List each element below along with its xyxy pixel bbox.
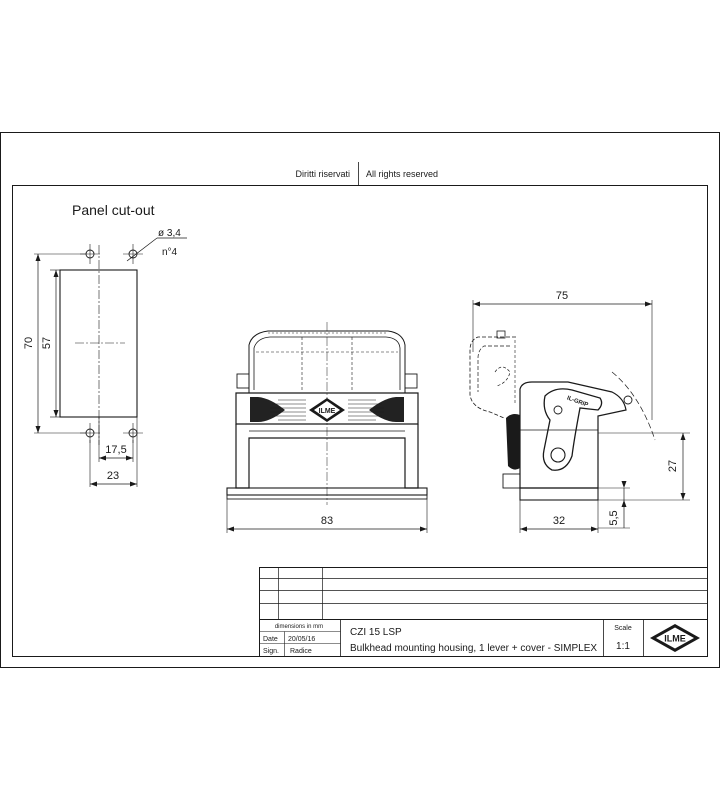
- company-logo-text: ILME: [664, 634, 686, 644]
- rights-reserved-it: Diritti riservati: [295, 169, 350, 179]
- dim-hole-spacing: 17,5: [105, 444, 126, 456]
- cover-outline: [248, 330, 406, 393]
- side-housing-body: [519, 381, 627, 489]
- sign-value: Radice: [290, 648, 312, 655]
- dim-overall-length: 75: [556, 290, 568, 302]
- dim-cutout-width: 23: [107, 470, 119, 482]
- dim-front-width: 83: [321, 515, 333, 527]
- cutout-rectangle: [59, 269, 138, 418]
- side-view: 75 IL-GRIP 27: [469, 290, 690, 533]
- sheet-inner-border: [12, 185, 708, 657]
- hole-count-label: n°4: [162, 247, 178, 258]
- part-description: Bulkhead mounting housing, 1 lever + cov…: [350, 643, 597, 654]
- dim-side-height: 27: [667, 460, 679, 472]
- lever-brand-text: IL-GRIP: [566, 395, 589, 408]
- mounting-hole-tr: [123, 244, 143, 264]
- mounting-hole-br: [123, 423, 143, 443]
- side-base-flange: [519, 487, 599, 501]
- front-view: ILME 83: [226, 322, 428, 533]
- company-logo: ILME: [650, 624, 700, 652]
- rights-reserved-en: All rights reserved: [366, 169, 438, 179]
- dim-flange-thickness: 5,5: [608, 510, 620, 525]
- locking-lever: [542, 388, 603, 471]
- date-label: Date: [263, 636, 278, 643]
- sign-label: Sign.: [263, 648, 279, 655]
- front-logo-text: ILME: [319, 408, 336, 415]
- units-note: dimensions in mm: [275, 624, 323, 630]
- scale-value: 1:1: [616, 641, 630, 652]
- dim-cutout-height-70: 70: [23, 337, 35, 349]
- scale-label: Scale: [614, 625, 632, 632]
- title-block: dimensions in mm Date 20/05/16 Sign. Rad…: [259, 567, 708, 657]
- date-value: 20/05/16: [288, 636, 315, 643]
- part-code: CZI 15 LSP: [350, 627, 402, 638]
- panel-cutout-view: Panel cut-out ø 3,4 n°4: [23, 202, 187, 487]
- panel-cutout-title: Panel cut-out: [72, 202, 155, 218]
- hole-diameter-label: ø 3,4: [158, 228, 181, 239]
- dim-cutout-height-57: 57: [41, 337, 53, 349]
- dim-side-base: 32: [553, 515, 565, 527]
- open-cover-phantom: [469, 336, 516, 419]
